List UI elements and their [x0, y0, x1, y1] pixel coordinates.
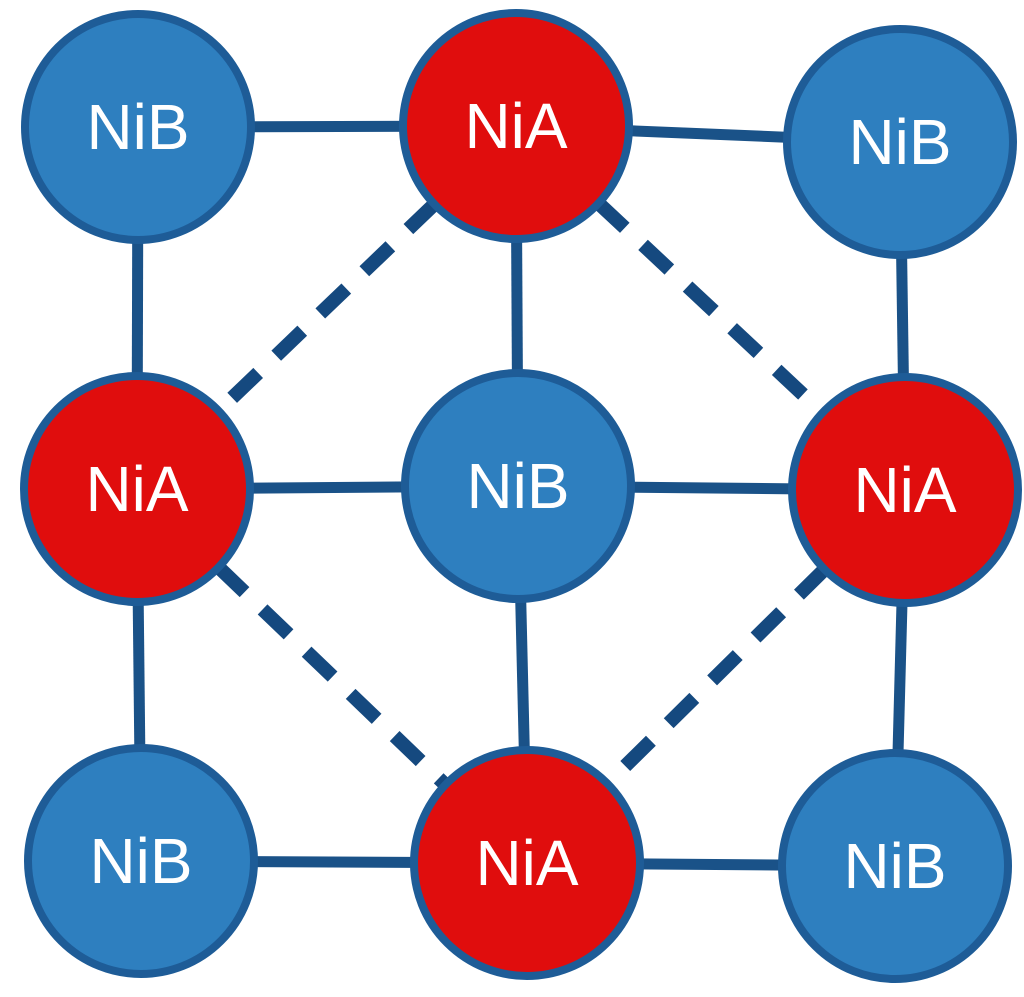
node-nib-top-right: NiB: [783, 25, 1017, 259]
nib-circle: [24, 744, 258, 978]
nib-circle: [778, 749, 1012, 983]
edge-dashed-nia-mid-left--nia-bottom-center: [213, 562, 451, 790]
node-nib-top-left: NiB: [21, 10, 255, 244]
node-nia-bottom-center: NiA: [410, 746, 644, 980]
nib-circle: [21, 10, 255, 244]
node-nib-center: NiB: [401, 369, 635, 603]
nia-circle: [788, 373, 1022, 607]
node-nia-top-center: NiA: [399, 9, 633, 243]
node-nib-bottom-left: NiB: [24, 744, 258, 978]
node-nia-mid-right: NiA: [788, 373, 1022, 607]
nia-circle: [20, 372, 254, 606]
nia-circle: [410, 746, 644, 980]
nib-circle: [783, 25, 1017, 259]
nib-circle: [401, 369, 635, 603]
node-nia-mid-left: NiA: [20, 372, 254, 606]
edge-dashed-nia-top-center--nia-mid-left: [213, 199, 440, 416]
node-nib-bottom-right: NiB: [778, 749, 1012, 983]
edge-dashed-nia-mid-right--nia-bottom-center: [602, 564, 830, 789]
edge-dashed-nia-top-center--nia-mid-right: [593, 198, 828, 418]
nia-circle: [399, 9, 633, 243]
